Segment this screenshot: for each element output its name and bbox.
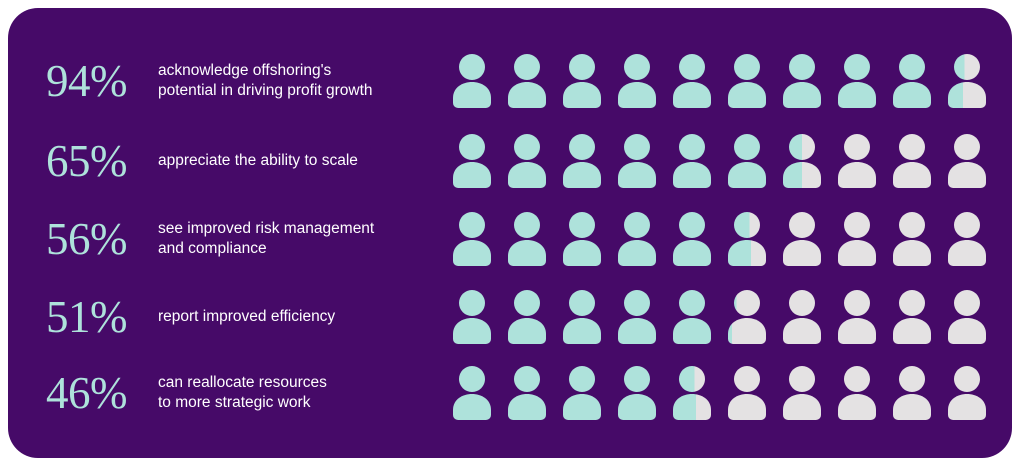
- pictogram-row: [450, 208, 1012, 270]
- person-icon: [670, 134, 714, 188]
- person-icon: [505, 366, 549, 420]
- person-icon: [505, 290, 549, 344]
- person-icon: [780, 54, 824, 108]
- person-icon: [450, 212, 494, 266]
- infographic-card: 94% acknowledge offshoring's potential in…: [8, 8, 1012, 458]
- person-icon: [945, 366, 989, 420]
- stat-row: 56% see improved risk management and comp…: [8, 208, 1012, 270]
- stat-row: 51% report improved efficiency: [8, 286, 1012, 348]
- person-icon: [670, 290, 714, 344]
- person-icon: [725, 290, 769, 344]
- person-icon: [505, 212, 549, 266]
- stat-row: 94% acknowledge offshoring's potential in…: [8, 50, 1012, 112]
- person-icon: [780, 134, 824, 188]
- person-icon: [835, 366, 879, 420]
- person-icon: [725, 54, 769, 108]
- pictogram-row: [450, 50, 1012, 112]
- person-icon: [890, 134, 934, 188]
- person-icon: [505, 54, 549, 108]
- person-icon: [890, 212, 934, 266]
- person-icon: [615, 212, 659, 266]
- stat-percentage: 65%: [46, 135, 128, 186]
- person-icon: [615, 54, 659, 108]
- person-icon: [670, 54, 714, 108]
- stat-percentage: 94%: [46, 55, 128, 106]
- person-icon: [890, 366, 934, 420]
- stat-row-list: 94% acknowledge offshoring's potential in…: [8, 8, 1012, 458]
- person-icon: [560, 134, 604, 188]
- person-icon: [945, 54, 989, 108]
- person-icon: [890, 54, 934, 108]
- pictogram-row: [450, 130, 1012, 192]
- person-icon: [725, 134, 769, 188]
- person-icon: [450, 366, 494, 420]
- person-icon: [725, 366, 769, 420]
- person-icon: [780, 290, 824, 344]
- person-icon: [615, 366, 659, 420]
- person-icon: [560, 212, 604, 266]
- stat-percentage: 56%: [46, 213, 128, 264]
- person-icon: [945, 134, 989, 188]
- person-icon: [835, 212, 879, 266]
- person-icon: [890, 290, 934, 344]
- person-icon: [945, 290, 989, 344]
- person-icon: [450, 290, 494, 344]
- person-icon: [560, 290, 604, 344]
- stat-description: acknowledge offshoring's potential in dr…: [158, 61, 373, 99]
- stat-description: report improved efficiency: [158, 307, 336, 325]
- pictogram-row: [450, 362, 1012, 424]
- person-icon: [560, 366, 604, 420]
- person-icon: [615, 290, 659, 344]
- stat-description: can reallocate resources to more strateg…: [158, 373, 327, 411]
- person-icon: [835, 290, 879, 344]
- person-icon: [835, 54, 879, 108]
- person-icon: [835, 134, 879, 188]
- person-icon: [505, 134, 549, 188]
- stat-percentage: 46%: [46, 367, 128, 418]
- stat-row: 65% appreciate the ability to scale: [8, 130, 1012, 192]
- pictogram-row: [450, 286, 1012, 348]
- person-icon: [670, 366, 714, 420]
- person-icon: [450, 134, 494, 188]
- stat-row: 46% can reallocate resources to more stra…: [8, 362, 1012, 424]
- person-icon: [725, 212, 769, 266]
- person-icon: [615, 134, 659, 188]
- stat-percentage: 51%: [46, 291, 128, 342]
- person-icon: [945, 212, 989, 266]
- stat-description: see improved risk management and complia…: [158, 219, 375, 257]
- stat-description: appreciate the ability to scale: [158, 151, 358, 169]
- person-icon: [560, 54, 604, 108]
- person-icon: [780, 212, 824, 266]
- person-icon: [670, 212, 714, 266]
- person-icon: [450, 54, 494, 108]
- person-icon: [780, 366, 824, 420]
